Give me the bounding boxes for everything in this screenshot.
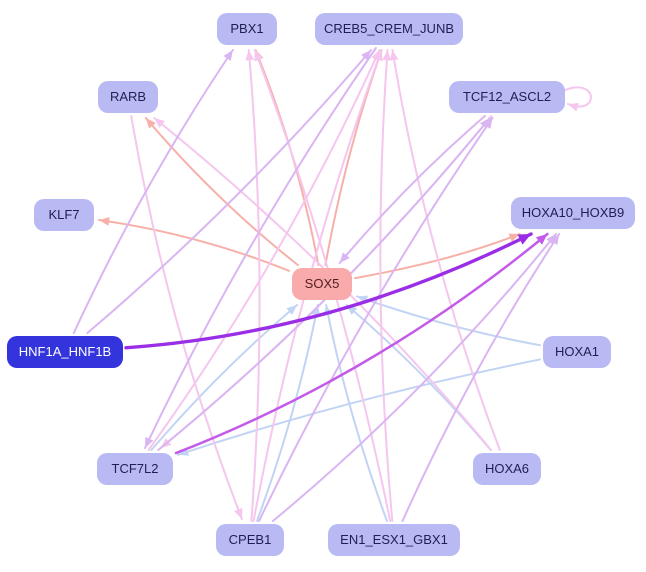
edge-TCF7L2-CREB5_CREM_JUNB	[147, 49, 381, 451]
node-RARB[interactable]: RARB	[98, 81, 158, 113]
edge-RARB-CPEB1	[130, 115, 243, 520]
edge-CPEB1-PBX1	[245, 49, 261, 522]
edge-TCF7L2-SOX5	[150, 304, 299, 451]
node-HOXA6[interactable]: HOXA6	[473, 453, 541, 485]
node-PBX1[interactable]: PBX1	[217, 13, 277, 45]
node-HOXA1[interactable]: HOXA1	[543, 336, 611, 368]
node-EN1_ESX1_GBX1[interactable]: EN1_ESX1_GBX1	[328, 524, 460, 556]
node-CREB5_CREM_JUNB[interactable]: CREB5_CREM_JUNB	[315, 13, 463, 45]
edge-HOXA6-SOX5	[345, 304, 492, 451]
edge-SOX5-CREB5_CREM_JUNB	[324, 49, 383, 266]
edge-HNF1A_HNF1B-HOXA10_HOXB9	[124, 232, 533, 350]
edge-EN1_ESX1_GBX1-HOXA10_HOXB9	[401, 233, 561, 522]
node-HNF1A_HNF1B[interactable]: HNF1A_HNF1B	[7, 336, 123, 368]
edge-SOX5-KLF7	[98, 217, 290, 272]
node-TCF7L2[interactable]: TCF7L2	[97, 453, 173, 485]
edge-EN1_ESX1_GBX1-CREB5_CREM_JUNB	[379, 49, 394, 522]
edge-TCF12_ASCL2-SOX5	[338, 115, 486, 264]
node-CPEB1[interactable]: CPEB1	[216, 524, 284, 556]
edge-HOXA1-TCF7L2	[177, 358, 541, 456]
edge-TCF12_ASCL2-TCF12_ASCL2	[564, 86, 592, 112]
edge-CREB5_CREM_JUNB-TCF7L2	[143, 47, 377, 449]
edge-SOX5-HOXA10_HOXB9	[354, 233, 521, 280]
edge-HOXA6-CREB5_CREM_JUNB	[389, 49, 501, 451]
node-HOXA10_HOXB9[interactable]: HOXA10_HOXB9	[511, 197, 635, 229]
node-KLF7[interactable]: KLF7	[34, 199, 94, 231]
node-SOX5[interactable]: SOX5	[292, 268, 352, 300]
edge-HNF1A_HNF1B-PBX1	[72, 49, 234, 334]
node-TCF12_ASCL2[interactable]: TCF12_ASCL2	[449, 81, 565, 113]
edge-TCF7L2-HOXA10_HOXB9	[174, 232, 549, 455]
edge-SOX5-RARB	[144, 117, 299, 266]
edge-CPEB1-TCF12_ASCL2	[258, 117, 494, 522]
